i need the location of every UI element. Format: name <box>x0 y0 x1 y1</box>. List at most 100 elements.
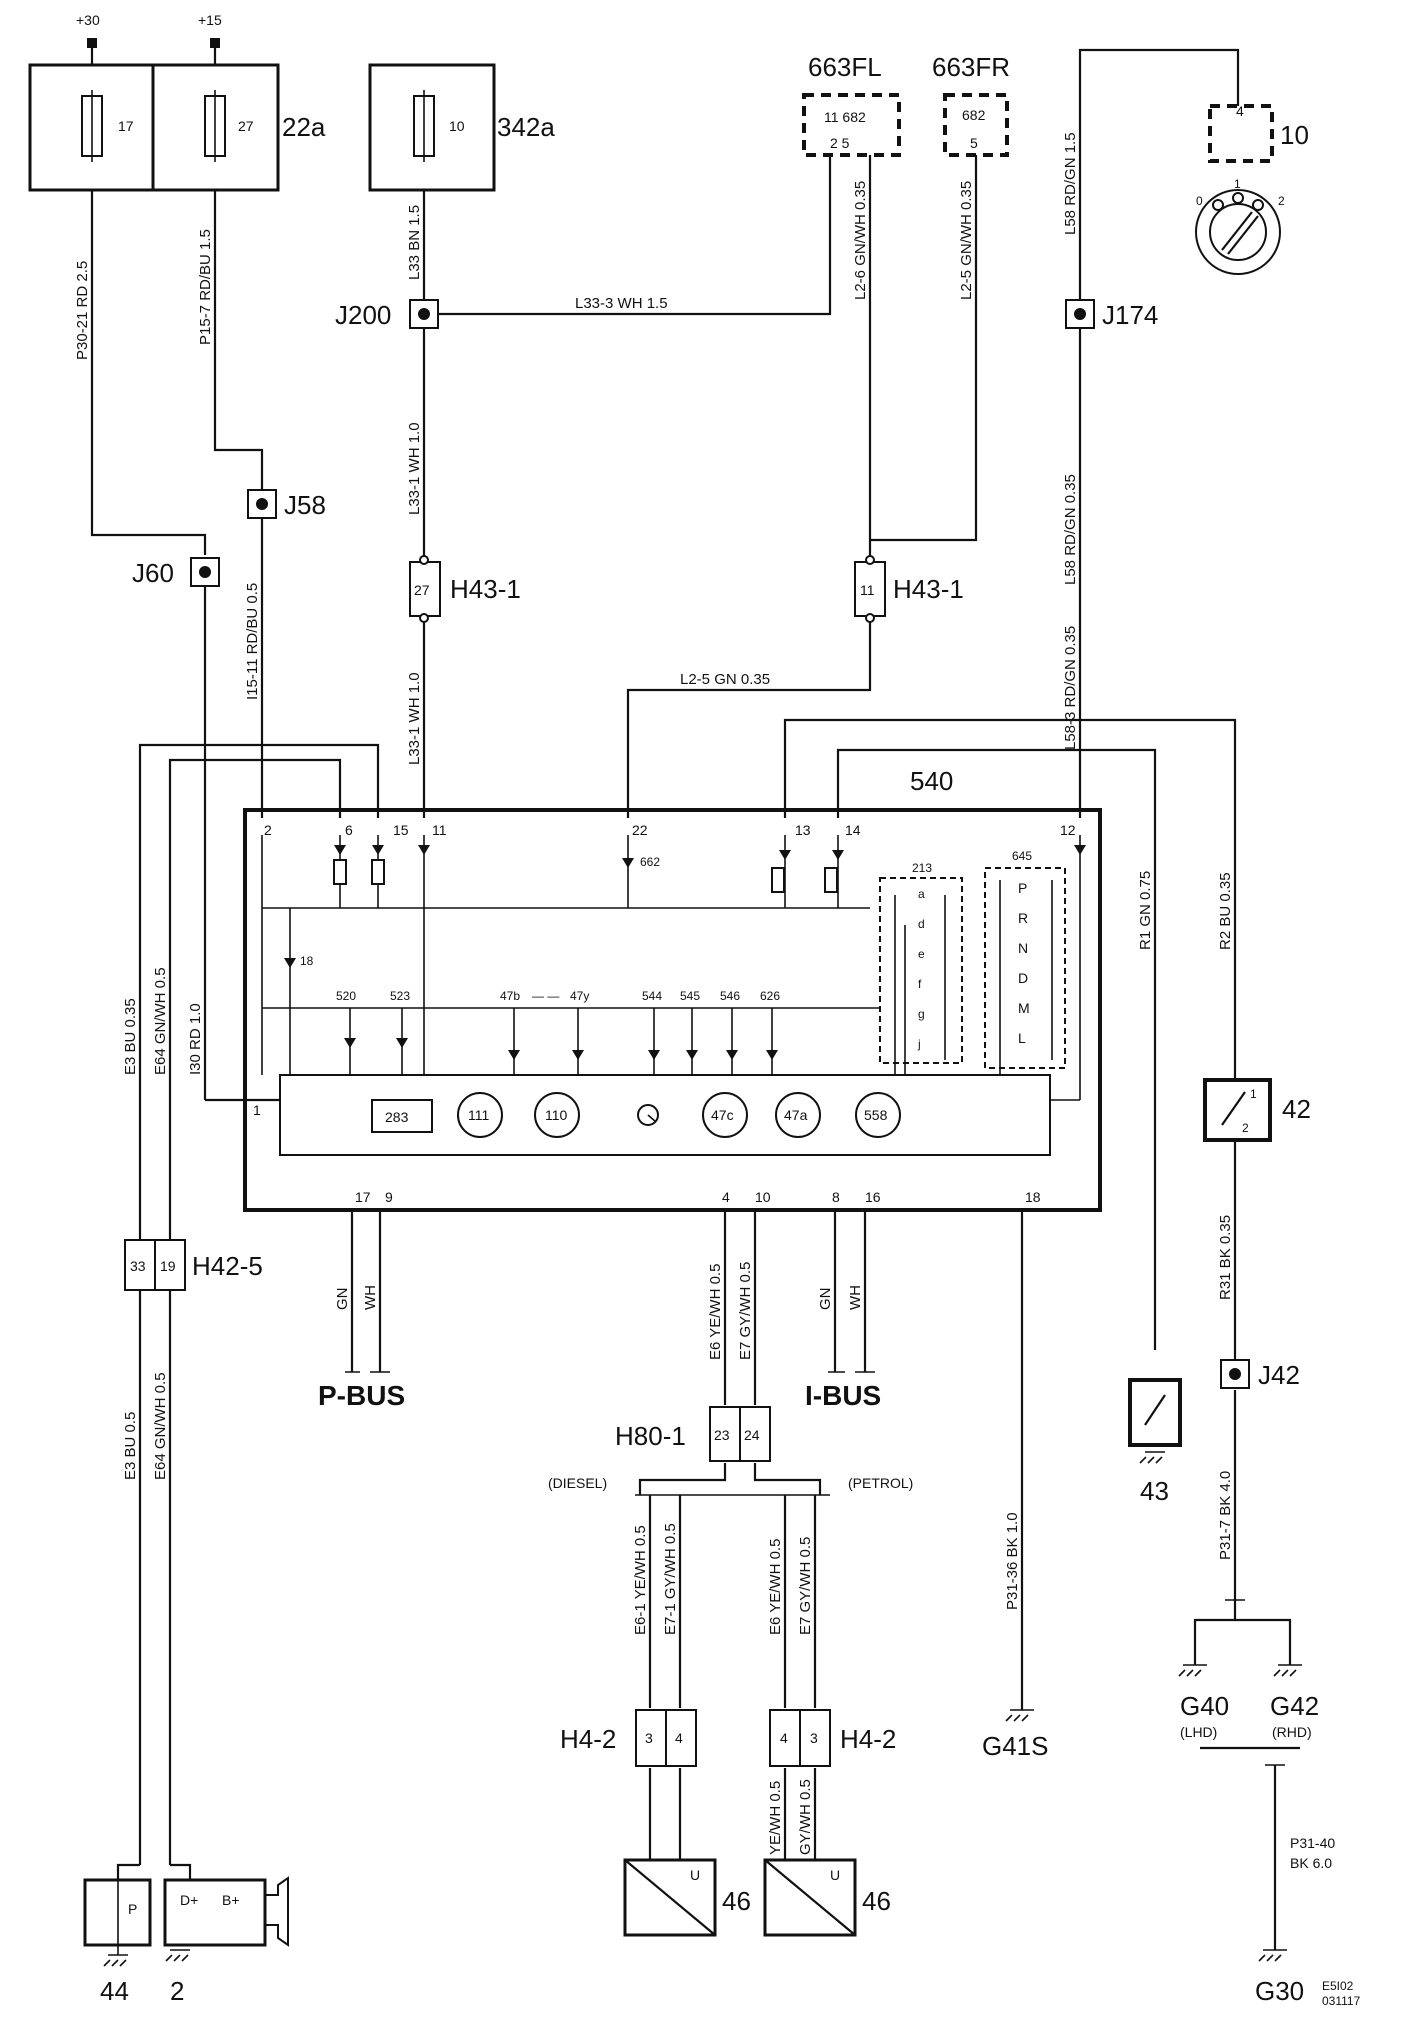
gauge-110: 110 <box>545 1107 568 1123</box>
wire-l33-1-a: L33-1 WH 1.0 <box>406 422 423 515</box>
component-42-switch: 1 2 42 <box>1203 1078 1311 1142</box>
module-10-pin: 4 <box>1236 103 1244 119</box>
svg-text:13: 13 <box>795 822 811 838</box>
svg-text:18: 18 <box>1025 1189 1041 1205</box>
svg-text:R: R <box>1018 910 1028 926</box>
svg-text:27: 27 <box>414 582 430 598</box>
wire-e6-1: E6-1 YE/WH 0.5 <box>632 1525 649 1635</box>
svg-text:1: 1 <box>1250 1087 1257 1101</box>
wire-p31-7: P31-7 BK 4.0 <box>1217 1471 1234 1560</box>
component-43-label: 43 <box>1140 1476 1169 1506</box>
svg-text:626: 626 <box>760 989 780 1003</box>
petrol-branch <box>783 1495 817 1860</box>
wire-e3-bot: E3 BU 0.5 <box>122 1412 139 1480</box>
component-43-switch: 43 <box>1128 1378 1182 1506</box>
wire-l33-3: L33-3 WH 1.5 <box>575 295 668 312</box>
connector-h4-2-diesel-label: H4-2 <box>560 1724 616 1754</box>
svg-text:M: M <box>1018 1000 1030 1016</box>
footnote-code: E5I02 <box>1322 1979 1354 1993</box>
svg-text:a: a <box>918 887 925 901</box>
wire-e7-1: E7-1 GY/WH 0.5 <box>662 1523 679 1635</box>
svg-text:545: 545 <box>680 989 700 1003</box>
svg-text:523: 523 <box>390 989 410 1003</box>
i-bus: GN WH I-BUS <box>805 1210 881 1411</box>
upper-wire-labels: P30-21 RD 2.5 P15-7 RD/BU 1.5 L33 BN 1.5… <box>74 132 1079 765</box>
ibus-wh: WH <box>847 1285 864 1310</box>
switch-pos-2: 2 <box>1278 194 1285 208</box>
svg-text:645: 645 <box>1012 849 1032 863</box>
gauge-111: 111 <box>468 1107 489 1123</box>
gauge-47c: 47c <box>711 1107 734 1123</box>
component-46-diesel-label: 46 <box>722 1886 751 1916</box>
component-42-label: 42 <box>1282 1094 1311 1124</box>
junction-j58: J58 <box>247 489 326 520</box>
led-662-label: 662 <box>640 855 660 869</box>
svg-text:33: 33 <box>130 1258 146 1274</box>
connector-h43-1-left: 27 H43-1 <box>409 555 521 623</box>
svg-text:g: g <box>918 1007 925 1021</box>
svg-text:520: 520 <box>336 989 356 1003</box>
wire-e3-top: E3 BU 0.35 <box>122 998 139 1075</box>
wire-l58-3: L58-3 RD/GN 0.35 <box>1062 626 1079 750</box>
connector-h42-5: 33 19 H42-5 <box>124 1239 263 1291</box>
connector-h43-1-left-label: H43-1 <box>450 574 521 604</box>
ground-g40-sub: (LHD) <box>1180 1724 1217 1740</box>
svg-text:U: U <box>830 1867 840 1883</box>
svg-text:4: 4 <box>722 1189 730 1205</box>
svg-text:4: 4 <box>675 1730 683 1746</box>
svg-text:17: 17 <box>355 1189 371 1205</box>
switch-group-645: 645 P R N D M L <box>984 849 1066 1075</box>
switch-group-213: 213 a d e f g j <box>879 861 963 1075</box>
svg-text:546: 546 <box>720 989 740 1003</box>
module-663fr-pin: 5 <box>970 135 978 151</box>
connector-h4-2-petrol-label: H4-2 <box>840 1724 896 1754</box>
svg-text:f: f <box>918 977 922 991</box>
svg-text:2: 2 <box>1242 1121 1249 1135</box>
module-10-label: 10 <box>1280 120 1309 150</box>
module-663fr-label: 663FR <box>932 52 1010 82</box>
pbus-gn: GN <box>334 1288 351 1311</box>
cluster-label: 540 <box>910 766 953 796</box>
fuse-box-22a-label: 22a <box>282 112 326 142</box>
footnote-date: 031117 <box>1322 1994 1361 2008</box>
gauge-283: 283 <box>385 1109 409 1125</box>
wire-e7-petrol: E7 GY/WH 0.5 <box>797 1537 814 1635</box>
gauge-558: 558 <box>864 1107 888 1123</box>
wire-p15-7: P15-7 RD/BU 1.5 <box>197 229 214 345</box>
ibus-gn: GN <box>817 1288 834 1311</box>
diesel-branch <box>648 1495 682 1860</box>
wire-l2-6: L2-6 GN/WH 0.35 <box>852 181 869 300</box>
svg-text:D: D <box>1018 970 1028 986</box>
connector-h80-1-label: H80-1 <box>615 1421 686 1451</box>
svg-text:11: 11 <box>860 582 875 598</box>
wire-i15-11: I15-11 RD/BU 0.5 <box>244 583 261 700</box>
svg-text:U: U <box>690 1867 700 1883</box>
svg-text:15: 15 <box>393 822 409 838</box>
connector-h43-1-right-label: H43-1 <box>893 574 964 604</box>
component-46-petrol-label: 46 <box>862 1886 891 1916</box>
module-663fr-inner: 682 <box>962 107 986 123</box>
svg-text:3: 3 <box>810 1730 818 1746</box>
svg-text:22: 22 <box>632 822 648 838</box>
svg-text:23: 23 <box>714 1427 730 1443</box>
cluster-gauges: 283 111 110 47c 47a 558 <box>371 1092 901 1138</box>
svg-text:P: P <box>1018 880 1027 896</box>
svg-text:47b: 47b <box>500 989 520 1003</box>
component-2-label: 2 <box>170 1976 184 2006</box>
wire-p31-40: P31-40 <box>1290 1835 1335 1851</box>
component-46-petrol: U 46 <box>763 1858 891 1937</box>
h80-wiring <box>635 1210 830 1496</box>
module-663fl-inner: 11 682 <box>824 109 866 125</box>
ground-g41s-label: G41S <box>982 1731 1049 1761</box>
supply-terminals: +30 +15 <box>76 12 222 65</box>
module-663fl-pins: 2 5 <box>830 135 850 151</box>
svg-text:12: 12 <box>1060 822 1076 838</box>
junctions: J200 J58 J60 J174 <box>132 299 1158 588</box>
module-663fr: 663FR 682 5 <box>932 52 1010 157</box>
wire-gywh-petrol: GY/WH 0.5 <box>797 1779 814 1855</box>
wire-yewh-petrol: YE/WH 0.5 <box>767 1781 784 1855</box>
svg-text:4: 4 <box>780 1730 788 1746</box>
junction-j174: J174 <box>1065 299 1158 330</box>
component-2-alternator: D+ B+ 2 <box>163 1876 289 2006</box>
